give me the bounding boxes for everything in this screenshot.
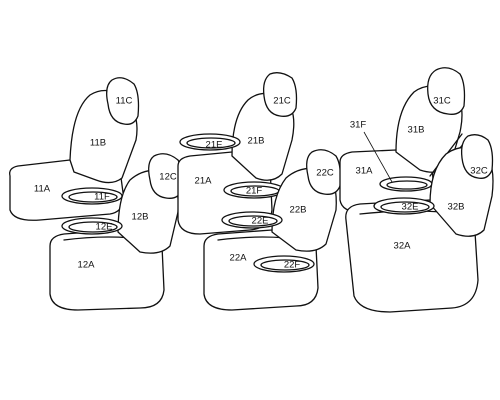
armrest-22E-inner <box>228 215 278 227</box>
label-21B: 21B <box>248 136 265 147</box>
label-21F: 21F <box>246 186 263 197</box>
label-11C: 11C <box>116 96 133 107</box>
label-32B: 32B <box>448 202 465 213</box>
label-12E: 12E <box>96 222 113 233</box>
label-31B: 31B <box>408 125 425 136</box>
label-21A: 21A <box>195 176 213 187</box>
leader-31F <box>363 131 393 183</box>
armrest-31F-inner <box>386 180 428 190</box>
seat-32A-cushion <box>345 199 479 313</box>
seat-32C-headrest <box>460 134 494 179</box>
label-31A: 31A <box>356 166 374 177</box>
label-32E: 32E <box>402 202 419 213</box>
seat-group-row1 <box>9 77 184 311</box>
label-32A: 32A <box>394 241 412 252</box>
seat-11C-headrest <box>106 77 140 125</box>
label-31F: 31F <box>350 120 367 131</box>
armrest-12E-inner <box>68 221 118 233</box>
label-12B: 12B <box>132 212 149 223</box>
label-22A: 22A <box>230 253 248 264</box>
seat-group-row3 <box>339 67 494 313</box>
label-11B: 11B <box>90 138 106 149</box>
armrest-22F-inner <box>260 259 310 271</box>
label-32C: 32C <box>470 166 488 177</box>
label-11F: 11F <box>94 192 110 203</box>
label-22F: 22F <box>284 260 301 271</box>
label-11A: 11A <box>34 184 51 195</box>
seat-31C-headrest <box>427 67 466 115</box>
label-31C: 31C <box>433 96 451 107</box>
seat-22A-cushion <box>203 229 319 311</box>
label-12C: 12C <box>159 172 177 183</box>
part-labels: 11C 11B 11A 11F 12C 12B 12E 12A 21C 21B … <box>34 96 488 271</box>
label-12A: 12A <box>78 260 96 271</box>
armrest-32E-inner <box>380 201 430 213</box>
label-22C: 22C <box>316 168 334 179</box>
armrest-11F-inner <box>68 191 118 203</box>
label-21E: 21E <box>206 140 223 151</box>
label-22E: 22E <box>252 216 269 227</box>
seat-21C-headrest <box>262 72 298 117</box>
label-21C: 21C <box>273 96 291 107</box>
armrest-21E-inner <box>186 137 236 149</box>
label-22B: 22B <box>290 205 307 216</box>
seat-12A-cushion <box>49 229 165 311</box>
